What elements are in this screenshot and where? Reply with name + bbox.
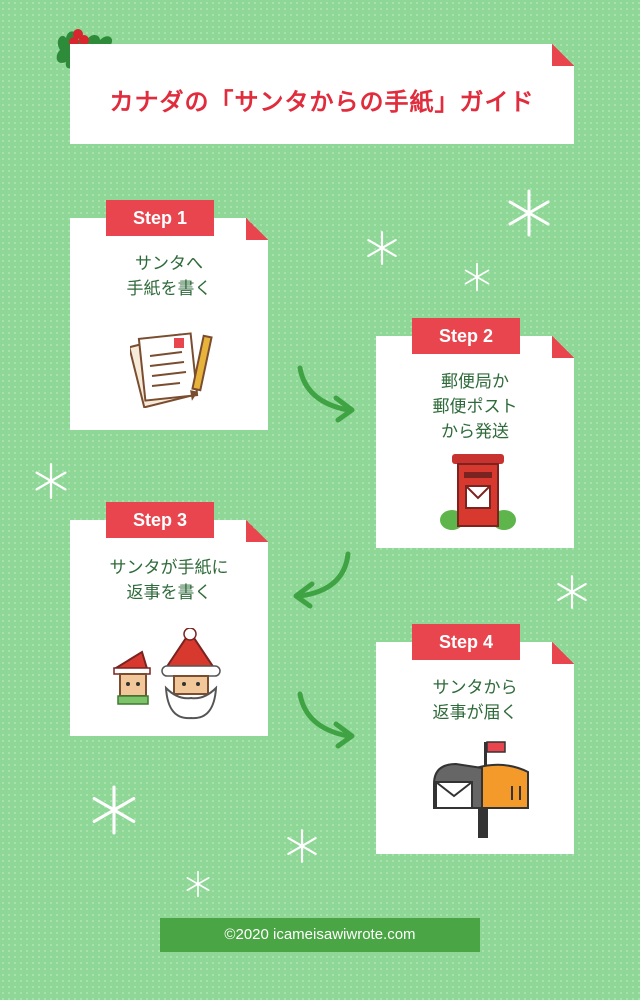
step-4-fold (552, 642, 574, 664)
snowflake-icon (186, 870, 210, 898)
step-card-4: サンタから 返事が届く (376, 642, 574, 854)
step-4-badge: Step 4 (412, 624, 520, 660)
step-1-text: サンタへ 手紙を書く (126, 254, 212, 299)
mailbox-icon (428, 738, 532, 844)
step-2-text: 郵便局か 郵便ポスト から発送 (432, 372, 518, 442)
snowflake-icon (464, 262, 490, 292)
step-card-2: 郵便局か 郵便ポスト から発送 (376, 336, 574, 548)
snowflake-icon (508, 189, 550, 237)
step-2-badge: Step 2 (412, 318, 520, 354)
arrow-icon-step1-to-step2 (297, 365, 355, 423)
step-4-text: サンタから 返事が届く (432, 678, 518, 723)
snowflake-icon (287, 829, 317, 863)
letter-and-pen-icon (130, 328, 220, 408)
step-1-fold (246, 218, 268, 240)
red-postbox-icon (440, 450, 516, 530)
page-title: カナダの「サンタからの手紙」ガイド (109, 88, 535, 116)
step-2-fold (552, 336, 574, 358)
footer-credit: ©2020 icameisawiwrote.com (160, 918, 480, 952)
step-card-3: サンタが手紙に 返事を書く (70, 520, 268, 736)
step-3-badge: Step 3 (106, 502, 214, 538)
title-card: カナダの「サンタからの手紙」ガイド (70, 44, 574, 144)
step-card-1: サンタへ 手紙を書く (70, 218, 268, 430)
step-3-text: サンタが手紙に 返事を書く (109, 558, 229, 603)
snowflake-icon (92, 785, 136, 835)
snowflake-icon (35, 463, 67, 499)
step-1-badge: Step 1 (106, 200, 214, 236)
santa-and-elf-icon (108, 628, 248, 720)
arrow-icon-step2-to-step3 (293, 551, 351, 609)
snowflake-icon (367, 231, 397, 265)
arrow-icon-step3-to-step4 (297, 691, 355, 749)
step-3-fold (246, 520, 268, 542)
snowflake-icon (557, 575, 587, 609)
title-card-fold (552, 44, 574, 66)
